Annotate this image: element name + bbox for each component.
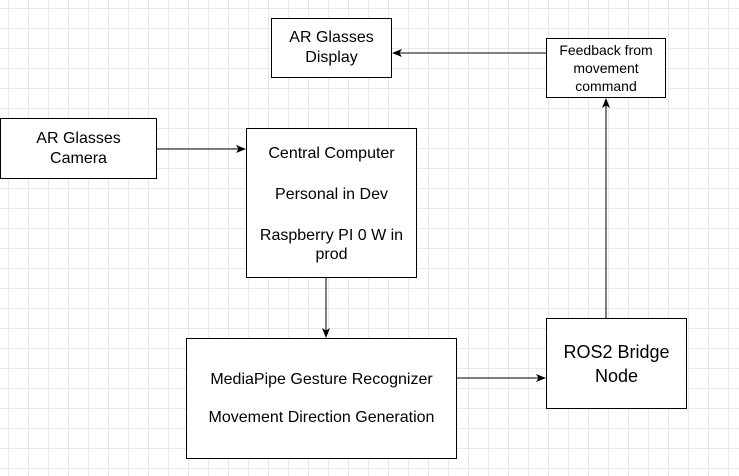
ros2-bridge-box[interactable]: ROS2 Bridge Node: [546, 318, 687, 409]
ar-glasses-camera-line2: Camera: [50, 149, 107, 167]
feedback-line2: movement: [573, 60, 639, 76]
ros2-bridge-line2: Node: [594, 365, 639, 386]
central-computer-dev-text: Personal in Dev: [275, 186, 388, 203]
ar-glasses-camera-line1: AR Glasses: [36, 129, 121, 147]
ar-glasses-display-line1: AR Glasses: [289, 29, 374, 46]
feedback-line1: Feedback from: [559, 42, 653, 58]
central-computer-prod-line1: Raspberry PI 0 W in: [259, 227, 404, 244]
ar-glasses-camera-box[interactable]: AR Glasses Camera: [0, 118, 157, 179]
central-computer-prod-line2: prod: [315, 246, 348, 263]
central-computer-box[interactable]: Central Computer Personal in Dev Raspber…: [246, 128, 417, 278]
ros2-bridge-line1: ROS2 Bridge: [563, 341, 670, 362]
mediapipe-line1: MediaPipe Gesture Recognizer: [210, 370, 433, 388]
ar-glasses-display-line2: Display: [305, 49, 358, 66]
central-computer-title: Central Computer: [268, 145, 395, 162]
ar-glasses-display-box[interactable]: AR Glasses Display: [271, 18, 392, 78]
feedback-line3: command: [575, 78, 637, 94]
feedback-box[interactable]: Feedback from movement command: [546, 38, 666, 98]
mediapipe-box[interactable]: MediaPipe Gesture Recognizer Movement Di…: [186, 338, 457, 459]
mediapipe-line2: Movement Direction Generation: [208, 408, 435, 426]
